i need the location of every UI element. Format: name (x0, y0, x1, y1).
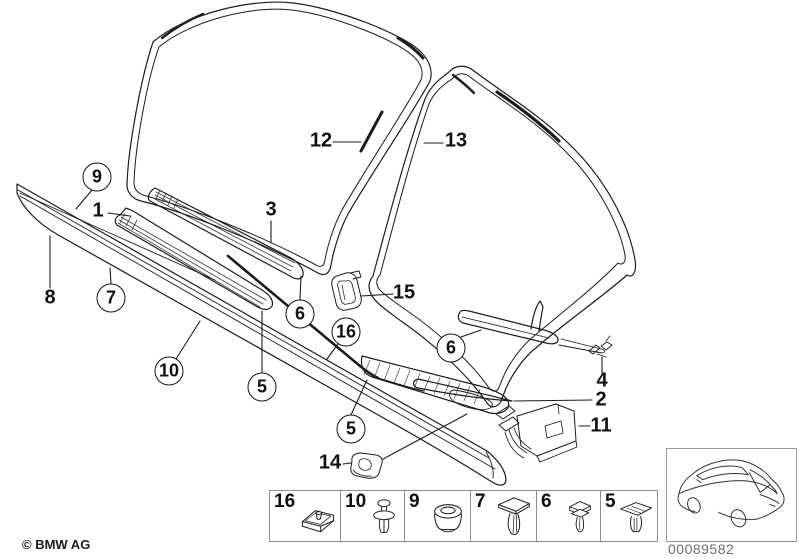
fastener-cell-16[interactable]: 16 (269, 490, 341, 542)
rear-sill-trim-edge (412, 378, 513, 402)
fastener-label: 6 (541, 491, 552, 512)
callout-circle-5b[interactable]: 5 (336, 414, 366, 444)
leader-10 (175, 320, 201, 360)
square-head-clip-icon (569, 501, 591, 533)
fastener-cell-5[interactable]: 5 (600, 490, 658, 542)
rocker-edge-line (226, 254, 425, 392)
expanding-rivet-icon (373, 499, 395, 534)
leader-14 (342, 462, 352, 465)
front-door-seal (126, 1, 432, 276)
leader-2 (513, 399, 593, 402)
grommet-cover-part-15 (331, 270, 362, 311)
callout-label-2[interactable]: 2 (595, 388, 607, 411)
fastener-cell-6[interactable]: 6 (536, 490, 601, 542)
callout-label-3[interactable]: 3 (265, 198, 277, 221)
callout-label-13[interactable]: 13 (444, 129, 468, 152)
callout-label-12[interactable]: 12 (309, 129, 333, 152)
fastener-label: 7 (475, 491, 486, 512)
leader-1 (107, 212, 131, 217)
callout-label-8[interactable]: 8 (44, 286, 56, 309)
callout-circle-16[interactable]: 16 (331, 317, 361, 347)
callout-label-11[interactable]: 11 (590, 414, 612, 437)
rear-blade-strip (457, 300, 605, 354)
callout-circle-7[interactable]: 7 (96, 283, 126, 313)
callout-label-15[interactable]: 15 (392, 281, 416, 304)
bracket-part-11 (495, 403, 578, 463)
leader-6b (460, 329, 482, 338)
leader-7 (109, 267, 112, 285)
leader-5b (350, 379, 368, 416)
sill-trim-strip (114, 207, 274, 310)
fastener-label: 16 (274, 491, 296, 512)
fastener-cell-7[interactable]: 7 (470, 490, 537, 542)
fastener-cell-10[interactable]: 10 (340, 490, 405, 542)
leader-lines (49, 141, 603, 465)
car-view-thumbnail[interactable] (666, 448, 797, 542)
diagram-number: 00089582 (668, 541, 735, 557)
callout-circle-10[interactable]: 10 (154, 356, 184, 386)
callout-label-4[interactable]: 4 (596, 369, 608, 392)
callout-circle-5[interactable]: 5 (247, 372, 277, 402)
leader-9 (75, 189, 93, 210)
fastener-legend-table: 16 10 9 (269, 490, 658, 542)
expanding-clip-icon (498, 497, 530, 536)
end-clip-part-4 (588, 335, 613, 358)
car-rear-three-quarter-icon (677, 459, 785, 528)
callout-circle-9[interactable]: 9 (82, 162, 112, 192)
callout-circle-6b[interactable]: 6 (436, 333, 466, 363)
leader-15 (360, 293, 394, 297)
callout-label-1[interactable]: 1 (92, 199, 104, 222)
front-entrance-cover-strip (147, 187, 304, 280)
end-cap-part-14 (350, 452, 383, 479)
leader-16 (326, 343, 339, 360)
callout-circle-6[interactable]: 6 (285, 299, 315, 329)
channel-nut-clip-icon (301, 510, 335, 533)
fastener-cell-9[interactable]: 9 (404, 490, 471, 542)
rocker-panel-molding (16, 183, 507, 486)
fastener-label: 9 (409, 491, 420, 512)
copyright-notice: © BMW AG (22, 537, 91, 552)
fastener-label: 5 (605, 491, 616, 512)
callout-label-14[interactable]: 14 (318, 451, 342, 474)
leader-14-long (382, 413, 468, 460)
grommet-icon (434, 504, 462, 533)
fastener-label: 10 (345, 491, 367, 512)
leader-6a (299, 275, 302, 301)
rear-door-seal (368, 65, 637, 408)
flat-head-clip-icon (620, 502, 652, 533)
